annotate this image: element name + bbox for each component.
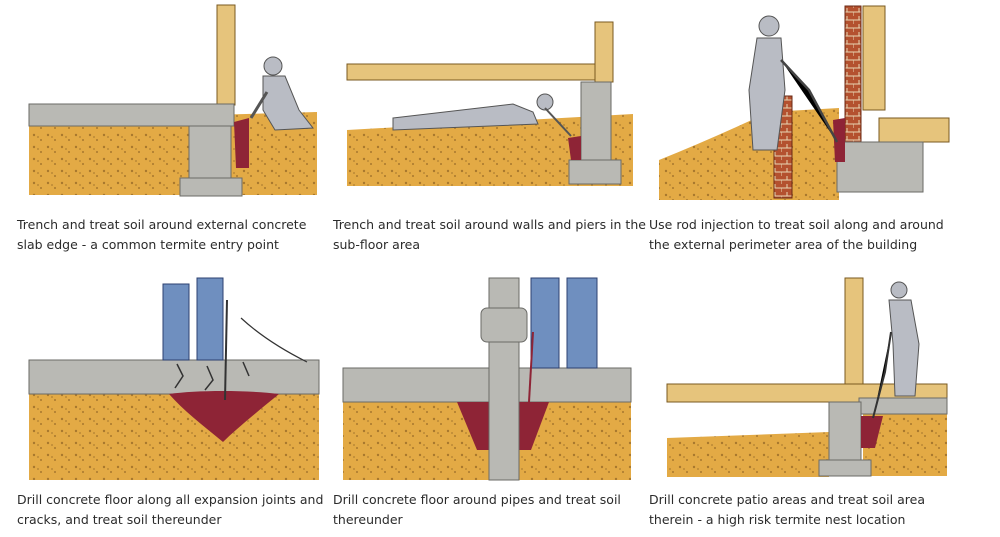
pipes-illustration (342, 277, 632, 481)
slab-edge-illustration (28, 4, 317, 197)
caption-expansion-joints: Drill concrete floor along all expansion… (17, 492, 324, 527)
panel-slab-edge: Trench and treat soil around external co… (17, 0, 335, 265)
caption-pipes: Drill concrete floor around pipes and tr… (333, 492, 621, 527)
rod-injection-illustration (659, 5, 950, 200)
caption-slab-edge: Trench and treat soil around external co… (17, 217, 307, 252)
expansion-joints-illustration (28, 277, 320, 480)
panel-subfloor: Trench and treat soil around walls and p… (333, 0, 651, 265)
caption-rod-injection: Use rod injection to treat soil along an… (649, 217, 944, 252)
caption-patio: Drill concrete patio areas and treat soi… (649, 492, 925, 527)
panel-patio: Drill concrete patio areas and treat soi… (649, 272, 967, 537)
panel-rod-injection: Use rod injection to treat soil along an… (649, 0, 967, 265)
subfloor-illustration (346, 21, 633, 186)
panel-pipes: Drill concrete floor around pipes and tr… (333, 272, 651, 537)
caption-subfloor: Trench and treat soil around walls and p… (333, 217, 646, 252)
panel-expansion-joints: Drill concrete floor along all expansion… (17, 272, 335, 537)
patio-illustration (666, 277, 948, 477)
